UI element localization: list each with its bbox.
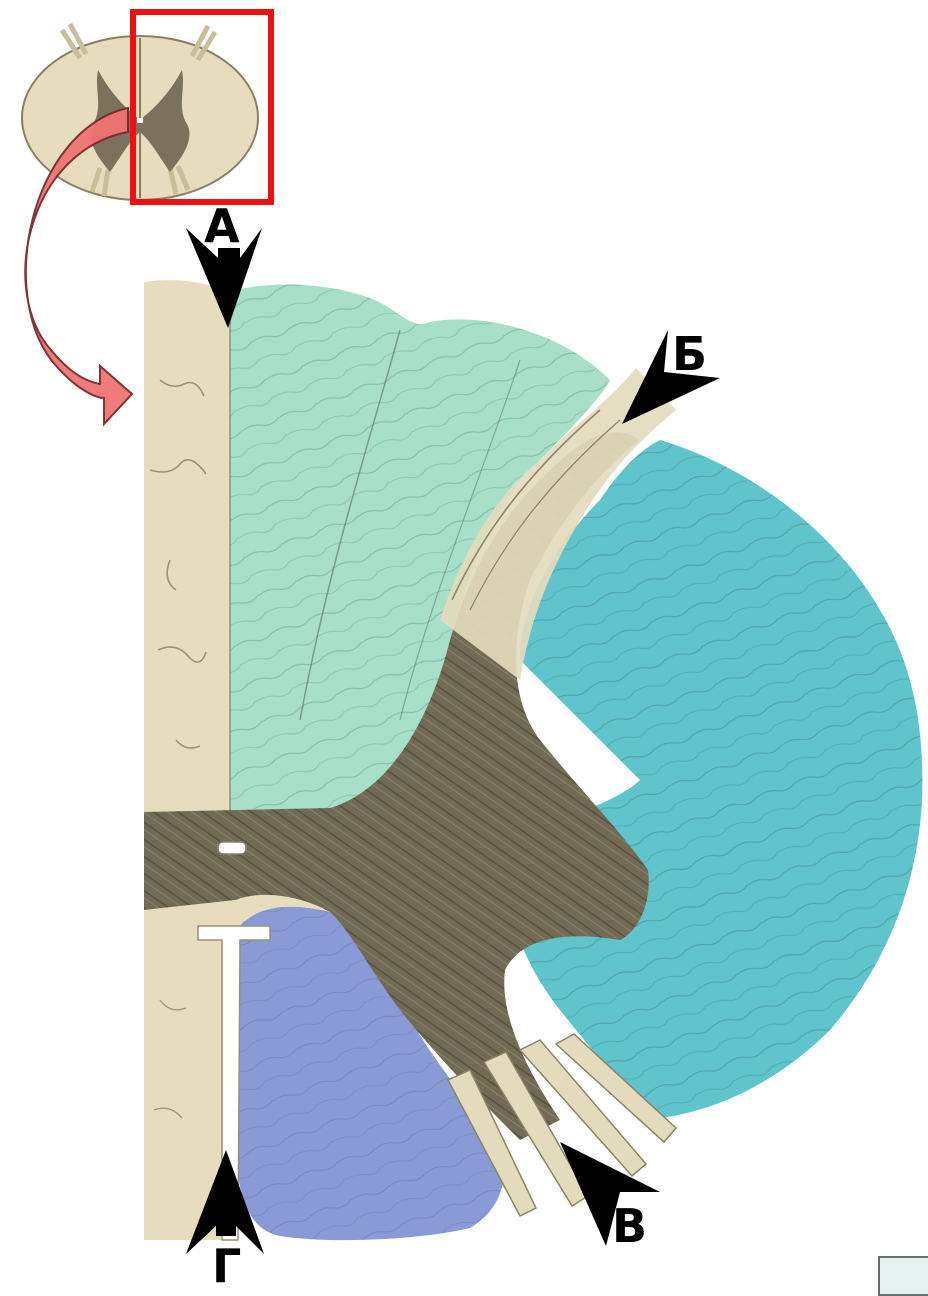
label-b: Б <box>672 327 707 381</box>
enlarged-section <box>144 280 922 1240</box>
label-a: А <box>204 199 240 253</box>
central-canal <box>218 842 246 854</box>
nav-button[interactable] <box>878 1256 928 1296</box>
label-g: Г <box>212 1239 241 1284</box>
thumbnail-central-canal <box>137 118 143 123</box>
label-v: В <box>612 1199 647 1253</box>
